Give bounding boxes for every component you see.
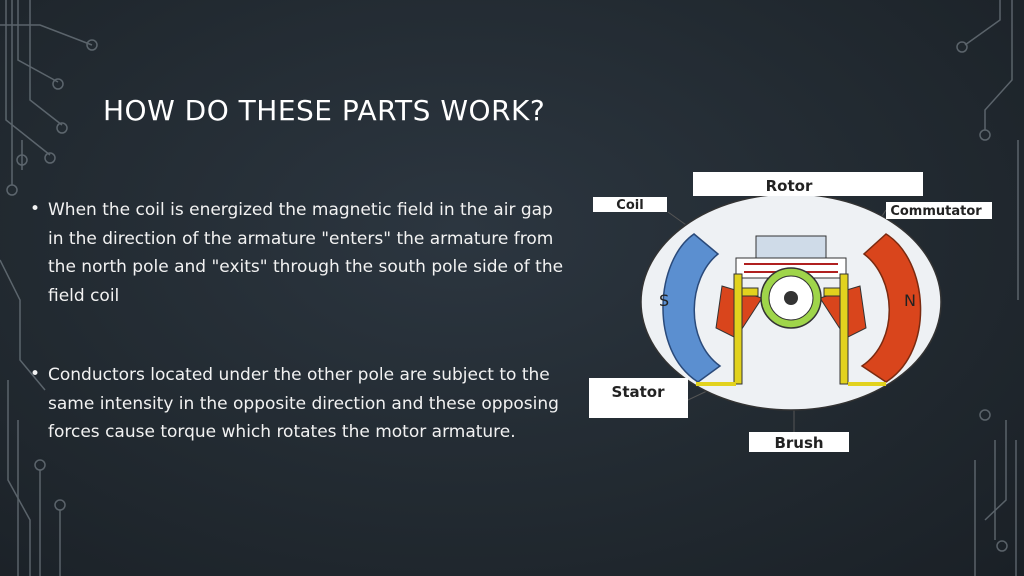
stator-label-box	[589, 378, 688, 418]
bullet-text-2: Conductors located under the other pole …	[48, 365, 559, 442]
brush-label-box	[749, 432, 849, 452]
rotor-label: Rotor	[766, 177, 813, 195]
bullet-dot: •	[30, 364, 41, 384]
bullet-list: • When the coil is energized the magneti…	[30, 196, 570, 447]
stator-label: Stator	[612, 383, 666, 401]
shaft	[784, 291, 798, 305]
brush-right	[839, 273, 849, 385]
commutator-label: Commutator	[890, 204, 982, 219]
bullet-item-1: • When the coil is energized the magneti…	[30, 196, 570, 310]
brush-label: Brush	[774, 434, 823, 452]
rotor-label-box	[693, 172, 923, 196]
coil-label-box	[593, 197, 667, 212]
coil-label: Coil	[616, 198, 643, 213]
bullet-text-1: When the coil is energized the magnetic …	[48, 200, 564, 306]
brush-left	[733, 273, 743, 385]
north-pole-label: N	[904, 291, 916, 310]
bullet-dot: •	[30, 199, 41, 219]
south-pole-shape	[662, 233, 722, 383]
motor-diagram: S N Rotor Coil Commutator Stator Brush	[589, 172, 992, 452]
slide-title: HOW DO THESE PARTS WORK?	[103, 94, 546, 127]
south-pole-label: S	[659, 291, 669, 310]
bullet-item-2: • Conductors located under the other pol…	[30, 361, 570, 447]
commutator-label-box	[886, 202, 992, 219]
